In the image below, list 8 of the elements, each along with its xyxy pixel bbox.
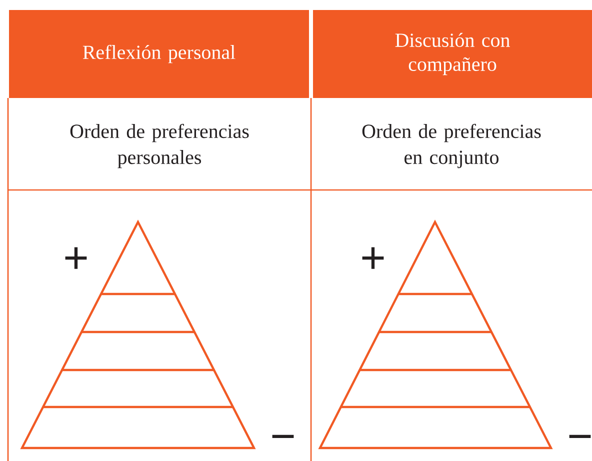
minus-sign: − [569, 434, 591, 438]
header-cell: Reflexión personal [9, 10, 309, 98]
plus-sign: + [65, 247, 87, 269]
table-cell: Orden de preferencias en conjunto [362, 124, 541, 168]
plus-sign: + [362, 247, 384, 269]
table-cell: Orden de preferencias personales [70, 124, 249, 168]
header-cell: Discusión con compañero [313, 10, 592, 98]
minus-sign: − [272, 434, 294, 438]
